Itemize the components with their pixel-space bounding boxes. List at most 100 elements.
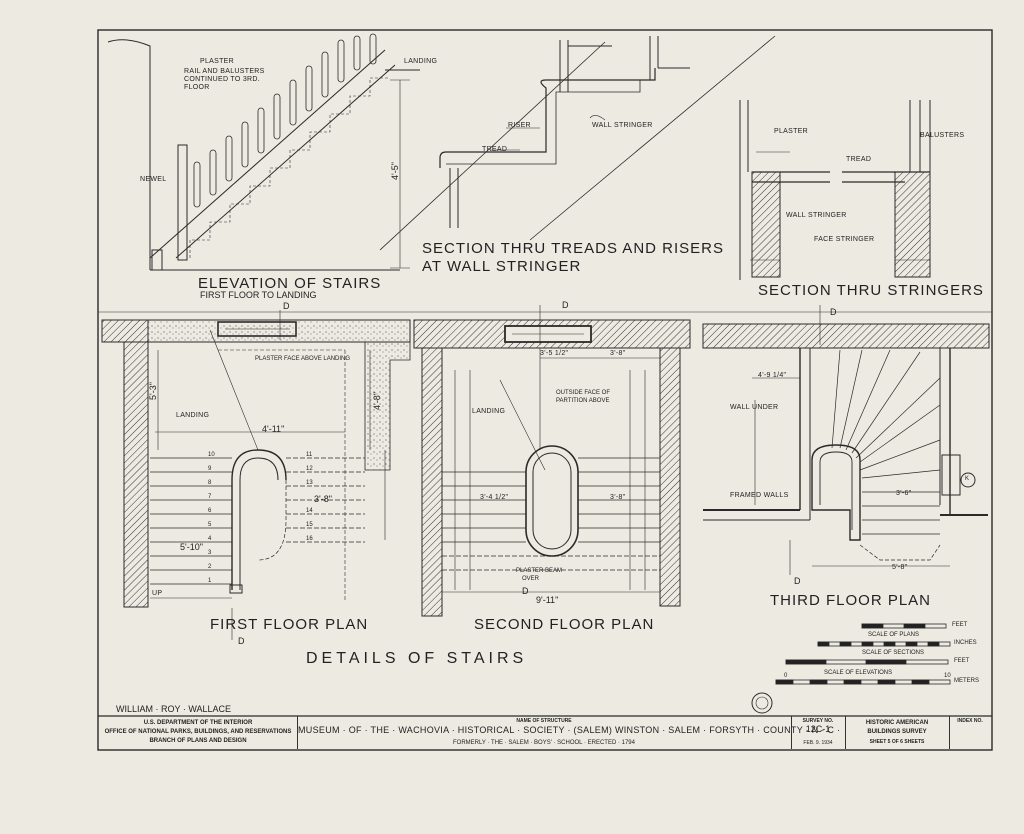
first-floor-title: FIRST FLOOR PLAN [210, 616, 369, 633]
agency-line-3: BRANCH OF PLANS AND DESIGN [149, 738, 247, 744]
tb-divider [297, 716, 298, 749]
label-wall-under: WALL UNDER [730, 404, 779, 411]
label-newel: NEWEL [140, 176, 167, 183]
dim-second-mid: 3'-4 1/2" [480, 494, 509, 501]
survey-seal [751, 692, 773, 714]
elevation-subtitle: FIRST FLOOR TO LANDING [200, 290, 317, 300]
survey-number: 12C-1 [805, 724, 831, 734]
k-mark: K [965, 476, 970, 482]
label-framed-walls: FRAMED WALLS [730, 492, 789, 499]
dim-height: 4'-5" [390, 162, 400, 180]
scale-unit-elevations: FEET [954, 658, 970, 664]
label-plaster-stringers: PLASTER [774, 128, 808, 135]
step-number: 6 [208, 508, 212, 514]
step-number: 2 [208, 564, 212, 570]
delineator: WILLIAM · ROY · WALLACE [116, 704, 232, 714]
sheet-number: SHEET 5 OF 6 SHEETS [869, 739, 925, 745]
section-stringers-drawing [739, 100, 931, 280]
step-number: 3 [208, 550, 212, 556]
section-stringers-title: SECTION THRU STRINGERS [758, 282, 984, 299]
tb-divider [791, 716, 792, 749]
label-plaster-elev: PLASTER [200, 58, 234, 65]
label-rail-3: FLOOR [184, 84, 210, 91]
survey-date: FEB. 9. 1934 [803, 740, 833, 746]
first-floor-plan [101, 310, 411, 640]
scale-label-plans: SCALE OF PLANS [868, 632, 920, 638]
label-balusters: BALUSTERS [920, 132, 965, 139]
section-mark-first-top: D [283, 301, 290, 311]
scale-label-sections: SCALE OF SECTIONS [862, 650, 925, 656]
dim-first-landing-width: 4'-11" [262, 424, 285, 434]
step-number: 1 [208, 578, 212, 584]
structure-name-label: NAME OF STRUCTURE [516, 718, 572, 724]
scale-unit-plans: FEET [952, 622, 968, 628]
label-outside-face-2: PARTITION ABOVE [556, 398, 610, 404]
label-face-stringer: FACE STRINGER [814, 236, 875, 243]
section-mark-second-bottom: D [522, 586, 529, 596]
structure-name: MUSEUM · OF · THE · WACHOVIA · HISTORICA… [298, 725, 841, 735]
step-number: 13 [306, 480, 313, 486]
label-up: UP [152, 590, 163, 597]
label-landing-first: LANDING [176, 412, 210, 419]
tb-divider [845, 716, 846, 749]
elevation-title: ELEVATION OF STAIRS [198, 275, 382, 292]
dim-third-bottom: 5'-8" [892, 564, 908, 571]
agency-line-1: U.S. DEPARTMENT OF THE INTERIOR [143, 720, 253, 726]
step-number: 10 [208, 452, 215, 458]
second-floor-plan [413, 305, 691, 617]
dim-second-top-b: 3'-8" [610, 350, 626, 357]
section-treads-title: SECTION THRU TREADS AND RISERS [422, 240, 724, 257]
habs-line-2: BUILDINGS SURVEY [867, 729, 927, 735]
second-floor-title: SECOND FLOOR PLAN [474, 616, 655, 633]
scale-tick: 0 [784, 673, 788, 679]
step-number: 11 [306, 452, 313, 458]
step-number: 7 [208, 494, 212, 500]
label-riser: RISER [508, 122, 531, 129]
step-number: 12 [306, 466, 313, 472]
elevation-drawing [107, 33, 420, 271]
scale-tick: 10 [944, 673, 951, 679]
dim-second-top-a: 3'-5 1/2" [540, 350, 569, 357]
label-wall-stringer-section: WALL STRINGER [592, 122, 653, 129]
dim-third-run: 3'-6" [896, 490, 912, 497]
step-number: 15 [306, 522, 313, 528]
label-outside-face-1: OUTSIDE FACE OF [556, 390, 611, 396]
section-mark-second-top: D [562, 300, 569, 310]
label-plaster-beam-2: OVER [522, 576, 540, 582]
dim-third-top: 4'-9 1/4" [758, 372, 787, 379]
step-number: 4 [208, 536, 212, 542]
section-mark-first-bottom: D [238, 636, 245, 646]
step-number: 5 [208, 522, 212, 528]
sheet-title: DETAILS OF STAIRS [306, 650, 528, 667]
label-wall-stringer: WALL STRINGER [786, 212, 847, 219]
structure-formerly: FORMERLY · THE · SALEM · BOYS' · SCHOOL … [453, 740, 635, 746]
index-label: INDEX NO. [957, 718, 983, 724]
label-landing-second: LANDING [472, 408, 506, 415]
step-number: 14 [306, 508, 313, 514]
survey-label: SURVEY NO. [802, 718, 834, 724]
dim-second-bottom: 9'-11" [536, 595, 559, 605]
step-number: 9 [208, 466, 212, 472]
label-plaster-face: PLASTER FACE ABOVE LANDING [255, 356, 351, 362]
third-floor-title: THIRD FLOOR PLAN [770, 592, 932, 609]
tb-divider [949, 716, 950, 749]
label-tread-stringers: TREAD [846, 156, 872, 163]
section-treads-subtitle: AT WALL STRINGER [422, 258, 582, 275]
step-number: 16 [306, 536, 313, 542]
scale-label-elevations: SCALE OF ELEVATIONS [824, 670, 893, 676]
section-mark-third-top: D [830, 307, 837, 317]
dim-second-run: 3'-8" [610, 494, 626, 501]
label-plaster-beam-1: PLASTER BEAM [516, 568, 563, 574]
third-floor-plan [702, 305, 990, 575]
label-rail-2: CONTINUED TO 3RD. [184, 76, 261, 83]
section-mark-third-bottom: D [794, 576, 801, 586]
label-rail-1: RAIL AND BALUSTERS [184, 68, 265, 75]
dim-first-run: 3'-8" [314, 494, 332, 504]
scale-bars [775, 623, 951, 685]
scale-unit-meters: METERS [954, 678, 980, 684]
dim-first-bottom: 5'-10" [180, 542, 203, 552]
agency-line-2: OFFICE OF NATIONAL PARKS, BUILDINGS, AND… [104, 729, 292, 735]
dim-first-right: 4'-8" [372, 392, 382, 410]
